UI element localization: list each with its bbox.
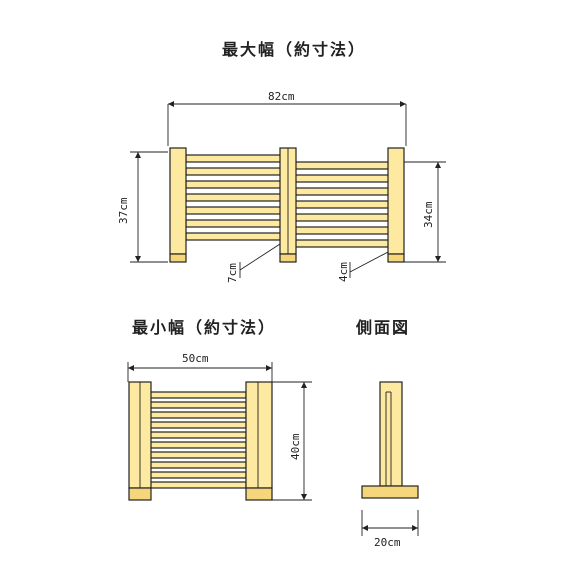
min-height-label: 40cm	[289, 433, 302, 460]
max-right-gap-label: 4cm	[337, 262, 350, 282]
min-total-width-label: 50cm	[182, 352, 209, 365]
min-width-title: 最小幅（約寸法）	[132, 318, 276, 337]
max-left-height-dimension: 37cm	[117, 151, 168, 263]
max-right-gap-dimension: 4cm	[337, 251, 389, 282]
max-middle-post	[279, 147, 297, 263]
max-right-post	[387, 147, 405, 263]
min-slats	[149, 391, 247, 489]
min-total-width-dimension: 50cm	[127, 352, 273, 382]
max-total-width-label: 82cm	[268, 90, 295, 103]
min-height-dimension: 40cm	[272, 381, 312, 501]
side-view-title: 側面図	[355, 318, 410, 337]
max-right-height-dimension: 34cm	[404, 161, 446, 263]
max-left-gap-label: 7cm	[226, 263, 239, 283]
max-total-width-dimension: 82cm	[167, 90, 407, 146]
max-left-post	[169, 147, 187, 263]
max-right-height-label: 34cm	[422, 201, 435, 228]
max-width-title: 最大幅（約寸法）	[222, 40, 366, 59]
min-left-post	[128, 381, 152, 501]
max-left-slats	[185, 154, 283, 241]
side-view-drawing	[361, 381, 419, 499]
side-depth-dimension: 20cm	[361, 510, 419, 549]
max-left-height-label: 37cm	[117, 197, 130, 224]
side-depth-label: 20cm	[374, 536, 401, 549]
max-right-slats	[289, 161, 391, 248]
min-right-post	[245, 381, 273, 501]
max-left-gap-dimension: 7cm	[226, 243, 281, 283]
